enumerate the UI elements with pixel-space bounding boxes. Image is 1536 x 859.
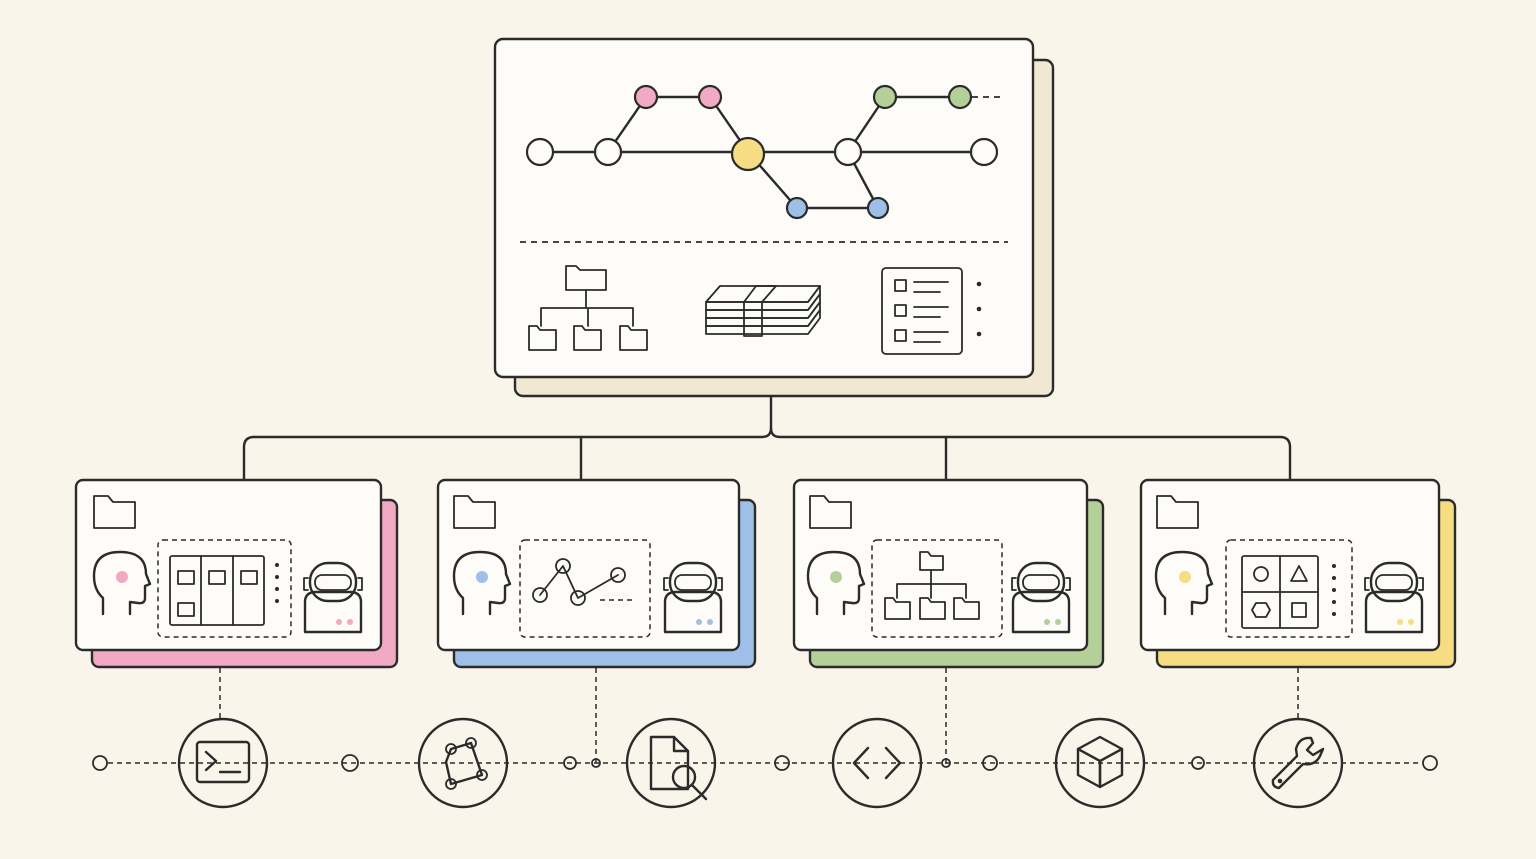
rail-waypoint	[341, 754, 359, 772]
rail-endpoint	[1422, 755, 1438, 771]
graph-node	[969, 137, 999, 167]
workspace-card-green	[792, 478, 1105, 669]
tool-terminal[interactable]	[177, 717, 269, 809]
context-frame	[871, 539, 1003, 638]
tool-circle	[831, 717, 923, 809]
document-search-icon	[649, 735, 708, 801]
tool-wrench[interactable]	[1252, 717, 1344, 809]
context-frame	[1225, 539, 1353, 638]
rail-junction	[591, 758, 601, 768]
rail-endpoint	[92, 755, 108, 771]
graph-node-merge	[730, 136, 766, 172]
graph-node-green	[947, 84, 973, 110]
rail-junction	[941, 758, 951, 768]
tool-rail	[92, 668, 1438, 809]
wrench-icon	[1271, 736, 1325, 790]
context-frame	[519, 539, 651, 638]
human-head-icon	[1154, 550, 1214, 616]
line-graph-icon	[532, 558, 636, 606]
tool-circle	[177, 717, 269, 809]
terminal-icon	[195, 740, 251, 784]
rail-waypoint	[1191, 756, 1205, 770]
workspace-card-blue	[436, 478, 757, 669]
tool-circle	[625, 717, 717, 809]
folder-icon	[1156, 495, 1199, 529]
card-face	[792, 478, 1089, 652]
folder-tree-icon	[528, 265, 648, 351]
robot-agent-icon	[303, 561, 363, 634]
hub-card	[493, 37, 1055, 398]
rail-waypoint	[774, 755, 790, 771]
hub-card-face	[493, 37, 1035, 379]
kanban-board-icon	[169, 555, 279, 626]
hub-connector-tree	[242, 395, 1292, 481]
cube-icon	[1076, 735, 1124, 789]
robot-agent-icon	[1364, 561, 1424, 634]
shapes-grid-icon	[1241, 555, 1336, 629]
folder-icon	[93, 495, 136, 529]
human-head-icon	[806, 550, 866, 616]
tool-code-brackets[interactable]	[831, 717, 923, 809]
tool-circle	[417, 717, 509, 809]
graph-node	[833, 137, 863, 167]
tool-polygon-nodes[interactable]	[417, 717, 509, 809]
rail-waypoint	[563, 756, 577, 770]
graph-node	[525, 137, 555, 167]
stacked-bundle-icon	[705, 285, 821, 337]
workspace-card-yellow	[1139, 478, 1457, 669]
robot-agent-icon	[1011, 561, 1071, 634]
graph-node-pink	[633, 84, 659, 110]
tool-document-search[interactable]	[625, 717, 717, 809]
rail-waypoint	[982, 755, 998, 771]
code-brackets-icon	[852, 746, 902, 780]
card-face	[1139, 478, 1441, 652]
folder-icon	[453, 495, 496, 529]
graph-blue-branch	[746, 150, 880, 210]
graph-node-blue	[866, 196, 890, 220]
tool-cube[interactable]	[1054, 717, 1146, 809]
folder-tree-icon	[884, 551, 980, 620]
card-face	[436, 478, 741, 652]
graph-node-green	[872, 84, 898, 110]
context-frame	[157, 539, 292, 638]
graph-node	[593, 137, 623, 167]
folder-icon	[809, 495, 852, 529]
graph-node-blue	[785, 196, 809, 220]
graph-node-pink	[697, 84, 723, 110]
tool-circle	[1252, 717, 1344, 809]
workspace-card-pink	[74, 478, 399, 669]
human-head-icon	[452, 550, 512, 616]
tool-circle	[1054, 717, 1146, 809]
robot-agent-icon	[663, 561, 723, 634]
graph-pink-branch	[606, 95, 750, 154]
human-head-icon	[92, 550, 152, 616]
checklist-icon	[881, 267, 982, 355]
polygon-nodes-icon	[444, 737, 488, 790]
branch-graph	[525, 84, 1004, 220]
